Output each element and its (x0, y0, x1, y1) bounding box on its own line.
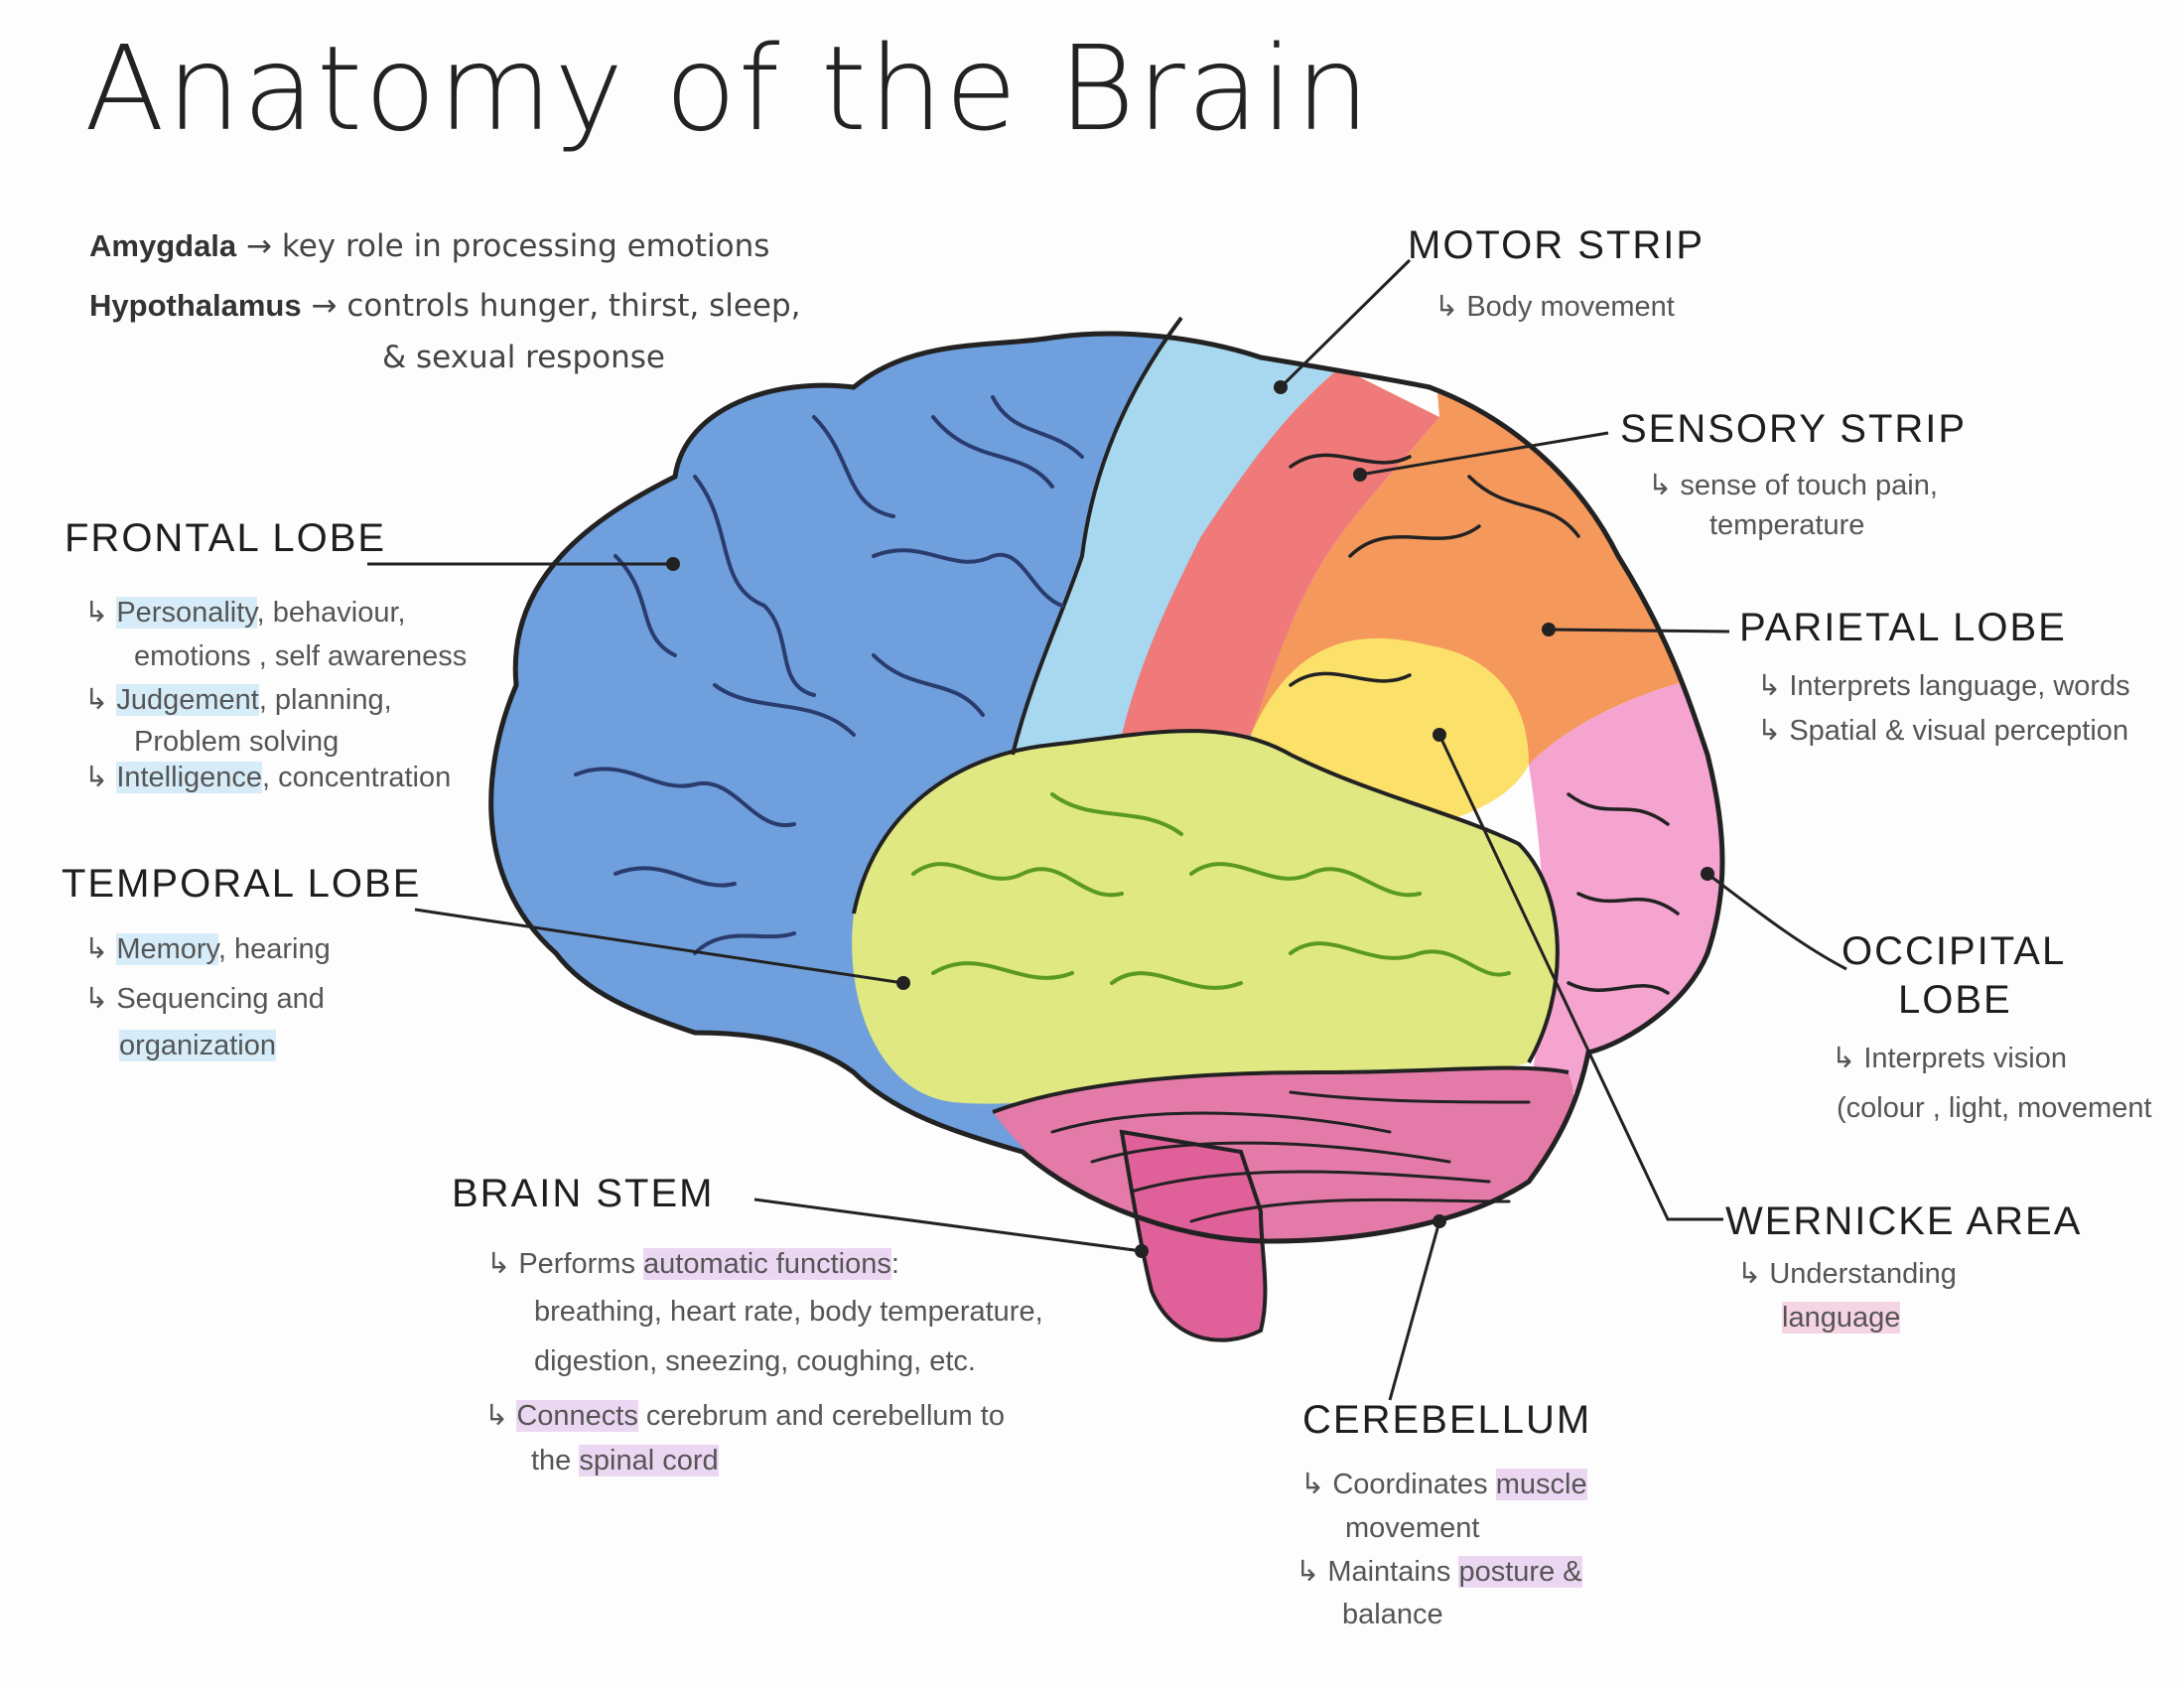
brain-stem-note-1b: breathing, heart rate, body temperature, (534, 1296, 1043, 1328)
hypothalamus-desc-cont: & sexual response (382, 340, 665, 375)
sub-arrow-glyph: ↳ (84, 597, 109, 629)
brain-stem-label: BRAIN STEM (452, 1172, 715, 1215)
occipital-lobe-label: OCCIPITAL (1842, 929, 2067, 973)
leader-dots (666, 380, 1714, 1258)
sensory-strip-region (1102, 367, 1439, 774)
temporal-lobe-label: TEMPORAL LOBE (62, 862, 422, 906)
occipital-note-1: ↳Interprets vision (1832, 1043, 2068, 1074)
page-title: Anatomy of the Brain (84, 20, 1372, 157)
sub-arrow-glyph: ↳ (486, 1248, 511, 1280)
parietal-note-2: ↳Spatial & visual perception (1757, 715, 2129, 747)
sub-arrow-glyph: ↳ (84, 762, 109, 793)
sub-arrow-glyph: ↳ (1832, 1043, 1856, 1074)
hypothalamus-definition: Hypothalamus → controls hunger, thirst, … (89, 280, 801, 332)
arrow-glyph: → (311, 288, 338, 324)
parietal-gyri (1289, 453, 1680, 995)
temporal-note-2b: organization (119, 1030, 276, 1061)
sub-arrow-glyph: ↳ (84, 983, 109, 1015)
temporal-note-1: ↳Memory, hearing (84, 933, 331, 965)
wernicke-area-label: WERNICKE AREA (1725, 1199, 2083, 1243)
amygdala-desc: key role in processing emotions (281, 228, 770, 264)
sub-arrow-glyph: ↳ (1434, 291, 1459, 323)
sensory-note-1: ↳sense of touch pain, (1648, 470, 1938, 501)
sensory-strip-label: SENSORY STRIP (1620, 407, 1968, 451)
motor-strip-label: MOTOR STRIP (1408, 223, 1706, 267)
frontal-lobe-label: FRONTAL LOBE (65, 516, 387, 560)
sub-arrow-glyph: ↳ (84, 684, 109, 716)
frontal-note-1: ↳Personality, behaviour, (84, 597, 406, 629)
occipital-note-1b: (colour , light, movement (1837, 1092, 2152, 1124)
amygdala-definition: Amygdala → key role in processing emotio… (89, 220, 769, 272)
brain-outline (488, 331, 1725, 1244)
sub-arrow-glyph: ↳ (1757, 715, 1782, 747)
frontal-gyri (574, 395, 1084, 955)
brain-stem-note-1c: digestion, sneezing, coughing, etc. (534, 1345, 976, 1377)
cerebellum-folia (1050, 1090, 1531, 1223)
sub-arrow-glyph: ↳ (84, 933, 109, 965)
frontal-note-1b: emotions , self awareness (134, 640, 468, 672)
cerebellum-note-1: ↳Coordinates muscle (1300, 1469, 1587, 1500)
parietal-note-1: ↳Interprets language, words (1757, 670, 2130, 702)
parietal-lobe-label: PARIETAL LOBE (1739, 606, 2067, 649)
cerebellum-label: CEREBELLUM (1302, 1398, 1592, 1442)
sub-arrow-glyph: ↳ (1737, 1258, 1762, 1290)
sub-arrow-glyph: ↳ (1648, 470, 1673, 501)
amygdala-term: Amygdala (89, 228, 237, 263)
brain-stem-note-1: ↳Performs automatic functions: (486, 1248, 899, 1280)
occipital-lobe-label-2: LOBE (1898, 978, 2012, 1022)
sub-arrow-glyph: ↳ (1757, 670, 1782, 702)
sensory-note-1b: temperature (1709, 509, 1865, 541)
arrow-glyph: → (246, 228, 273, 264)
cerebellum-note-1b: movement (1345, 1512, 1480, 1544)
hypothalamus-desc: controls hunger, thirst, sleep, (346, 288, 801, 324)
frontal-note-2: ↳Judgement, planning, (84, 684, 392, 716)
region-boundaries (852, 316, 1570, 1114)
frontal-note-3: ↳Intelligence, concentration (84, 762, 452, 793)
frontal-note-2b: Problem solving (134, 726, 340, 758)
motor-strip-region (1013, 334, 1340, 755)
cerebellum-note-2: ↳Maintains posture & (1296, 1556, 1582, 1588)
brain-stem-note-2: ↳Connects cerebrum and cerebellum to (484, 1400, 1005, 1432)
temporal-note-2: ↳Sequencing and (84, 983, 325, 1015)
brain-stem-note-2b: the spinal cord (531, 1445, 719, 1477)
brain-stem-region (1119, 1129, 1268, 1342)
cerebellum-region (993, 1067, 1575, 1241)
sub-arrow-glyph: ↳ (484, 1400, 509, 1432)
temporal-gyri (911, 792, 1511, 990)
wernicke-note-1b: language (1782, 1302, 1901, 1334)
temporal-lobe-region (852, 731, 1558, 1104)
wernicke-note-1: ↳Understanding (1737, 1258, 1957, 1290)
sub-arrow-glyph: ↳ (1296, 1556, 1320, 1588)
sub-arrow-glyph: ↳ (1300, 1469, 1325, 1500)
cerebellum-note-2b: balance (1342, 1599, 1443, 1630)
hypothalamus-term: Hypothalamus (89, 288, 302, 323)
motor-note-1: ↳Body movement (1434, 291, 1675, 323)
leader-lines (367, 258, 1847, 1401)
